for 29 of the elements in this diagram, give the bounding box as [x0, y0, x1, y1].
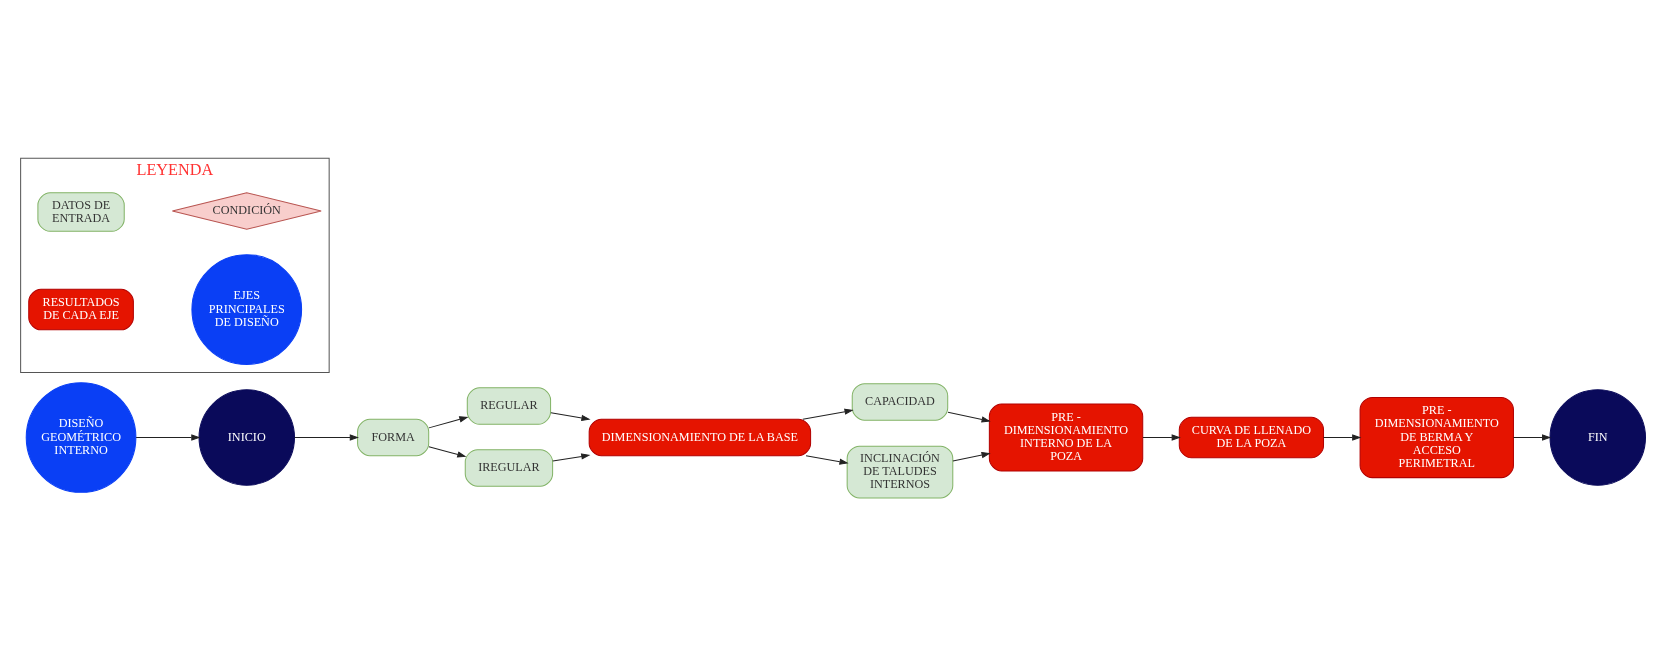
node-box: CURVA DE LLENADO DE LA POZA	[1178, 416, 1325, 458]
arrow	[952, 451, 991, 462]
node-box: PRE - DIMENSIONAMIENTO DE BERMA Y ACCESO PERIMETRAL	[1359, 396, 1514, 478]
arrow	[947, 411, 991, 423]
node-circle: DISEÑO GEOMÉTRICO INTERNO	[25, 381, 137, 493]
arrow	[1142, 433, 1181, 441]
node-box: REGULAR	[466, 386, 552, 425]
arrow	[805, 454, 849, 465]
node-diamond: CONDICIÓN	[171, 191, 322, 230]
arrow	[802, 408, 854, 420]
node-box: INCLINACIÓN DE TALUDES INTERNOS	[846, 445, 954, 498]
node-circle: EJES PRINCIPALES DE DISEÑO	[191, 253, 303, 365]
node-box: DATOS DE ENTRADA	[37, 191, 125, 232]
node-circle: FIN	[1549, 388, 1646, 486]
node-box: RESULTADOS DE CADA EJE	[28, 288, 134, 330]
arrow	[1513, 433, 1552, 441]
node-box: PRE - DIMENSIONAMIENTO INTERNO DE LA POZA	[988, 403, 1144, 472]
arrow	[135, 433, 201, 441]
arrow	[552, 452, 591, 462]
node-box: IREGULAR	[464, 448, 554, 487]
node-box: DIMENSIONAMIENTO DE LA BASE	[588, 418, 812, 456]
node-circle: INICIO	[198, 388, 295, 486]
arrow	[1323, 433, 1362, 441]
arrow	[294, 433, 359, 441]
arrow	[428, 415, 469, 428]
arrow	[428, 445, 467, 458]
node-box: FORMA	[357, 418, 430, 456]
node-box: CAPACIDAD	[851, 382, 949, 421]
arrow	[550, 411, 591, 421]
